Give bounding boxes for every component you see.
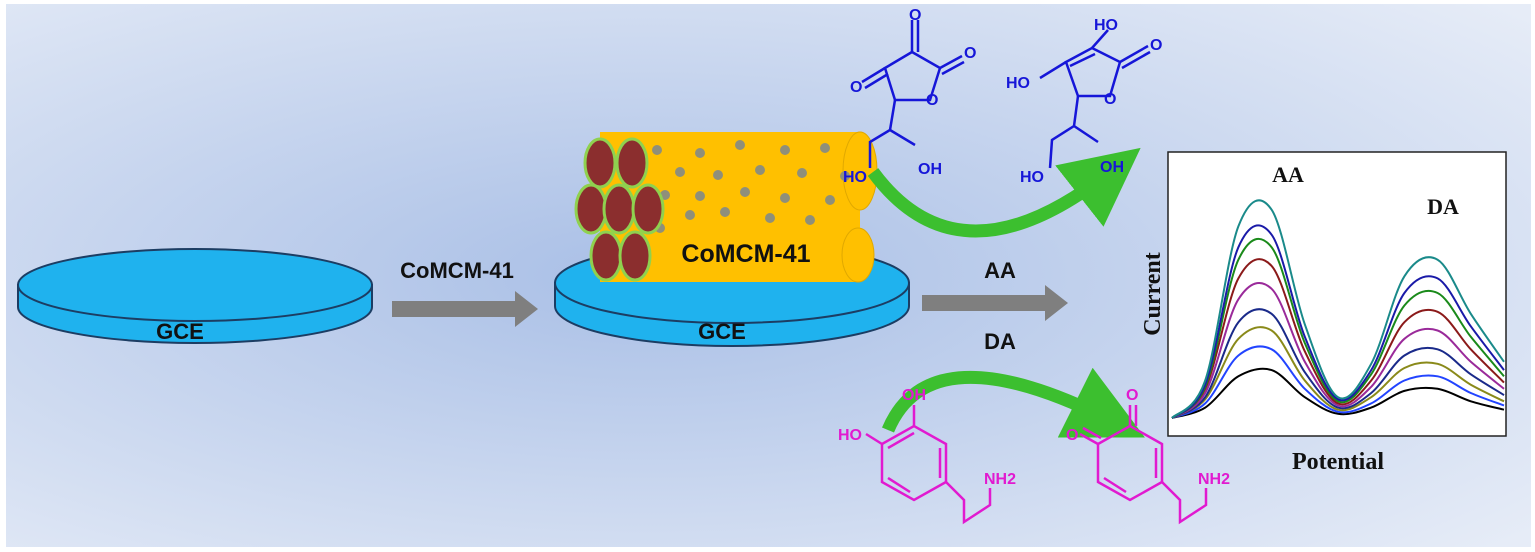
comcm-tube-bundle: CoMCM-41 xyxy=(574,131,878,283)
peak-label-da: DA xyxy=(1427,194,1459,219)
gce-label-mid: GCE xyxy=(698,319,746,344)
atom-ho: HO xyxy=(1006,75,1030,92)
arrow-analytes: AA DA xyxy=(922,258,1068,354)
ascorbic-labels: HO O HO O HO OH xyxy=(1006,17,1162,186)
arrow-comcm: CoMCM-41 xyxy=(392,258,538,327)
gce-electrode-left: GCE xyxy=(17,248,373,344)
atom-o: O xyxy=(1126,387,1138,404)
da-arrow-label: DA xyxy=(984,329,1016,354)
voltammogram-chart: AA DA Potential Current xyxy=(1140,151,1507,475)
voltammogram-series-8 xyxy=(1171,224,1505,419)
tube-dots xyxy=(652,140,850,233)
voltammogram-series-6 xyxy=(1171,258,1505,419)
aa-arrow-label: AA xyxy=(984,258,1016,283)
voltammogram-series-7 xyxy=(1171,237,1505,419)
comcm-arrow-label: CoMCM-41 xyxy=(400,258,514,283)
atom-oh: OH xyxy=(918,161,942,178)
dehydroascorbic-labels: O O O O HO OH xyxy=(843,7,976,186)
atom-ho: HO xyxy=(838,427,862,444)
atom-ho: HO xyxy=(843,169,867,186)
voltammogram-series-2 xyxy=(1171,345,1505,419)
atom-ho: HO xyxy=(1094,17,1118,34)
ascorbic-acid-molecule xyxy=(1039,29,1151,169)
chart-series-group xyxy=(1171,199,1505,419)
comcm-tube-label: CoMCM-41 xyxy=(681,240,810,268)
atom-o: O xyxy=(909,7,921,24)
atom-oh: OH xyxy=(1100,159,1124,176)
voltammogram-series-5 xyxy=(1171,281,1505,419)
voltammogram-series-4 xyxy=(1171,308,1505,419)
x-axis-label: Potential xyxy=(1292,449,1384,475)
dopamine-molecule xyxy=(865,405,992,525)
dopamine-labels: HO OH NH2 xyxy=(838,387,1016,488)
quinone-labels: O O NH2 xyxy=(1066,387,1230,488)
y-axis-label: Current xyxy=(1140,252,1166,336)
atom-o: O xyxy=(850,79,862,96)
dopamine-quinone-molecule xyxy=(1079,405,1208,525)
atom-oh: OH xyxy=(902,387,926,404)
atom-ho: HO xyxy=(1020,169,1044,186)
atom-o: O xyxy=(926,92,938,109)
tube-pores xyxy=(574,137,665,282)
dehydroascorbic-acid-molecule xyxy=(861,20,965,168)
atom-nh2: NH2 xyxy=(984,471,1016,488)
atom-nh2: NH2 xyxy=(1198,471,1230,488)
voltammogram-series-3 xyxy=(1171,326,1505,419)
da-oxidation-arrow xyxy=(882,367,1145,438)
atom-o: O xyxy=(1066,427,1078,444)
gce-label-left: GCE xyxy=(156,319,204,344)
voltammogram-series-9 xyxy=(1171,199,1505,419)
atom-o: O xyxy=(964,45,976,62)
voltammogram-series-1 xyxy=(1171,367,1505,419)
peak-label-aa: AA xyxy=(1272,162,1304,187)
atom-o: O xyxy=(1104,91,1116,108)
atom-o: O xyxy=(1150,37,1162,54)
aa-oxidation-arrow xyxy=(867,147,1141,238)
